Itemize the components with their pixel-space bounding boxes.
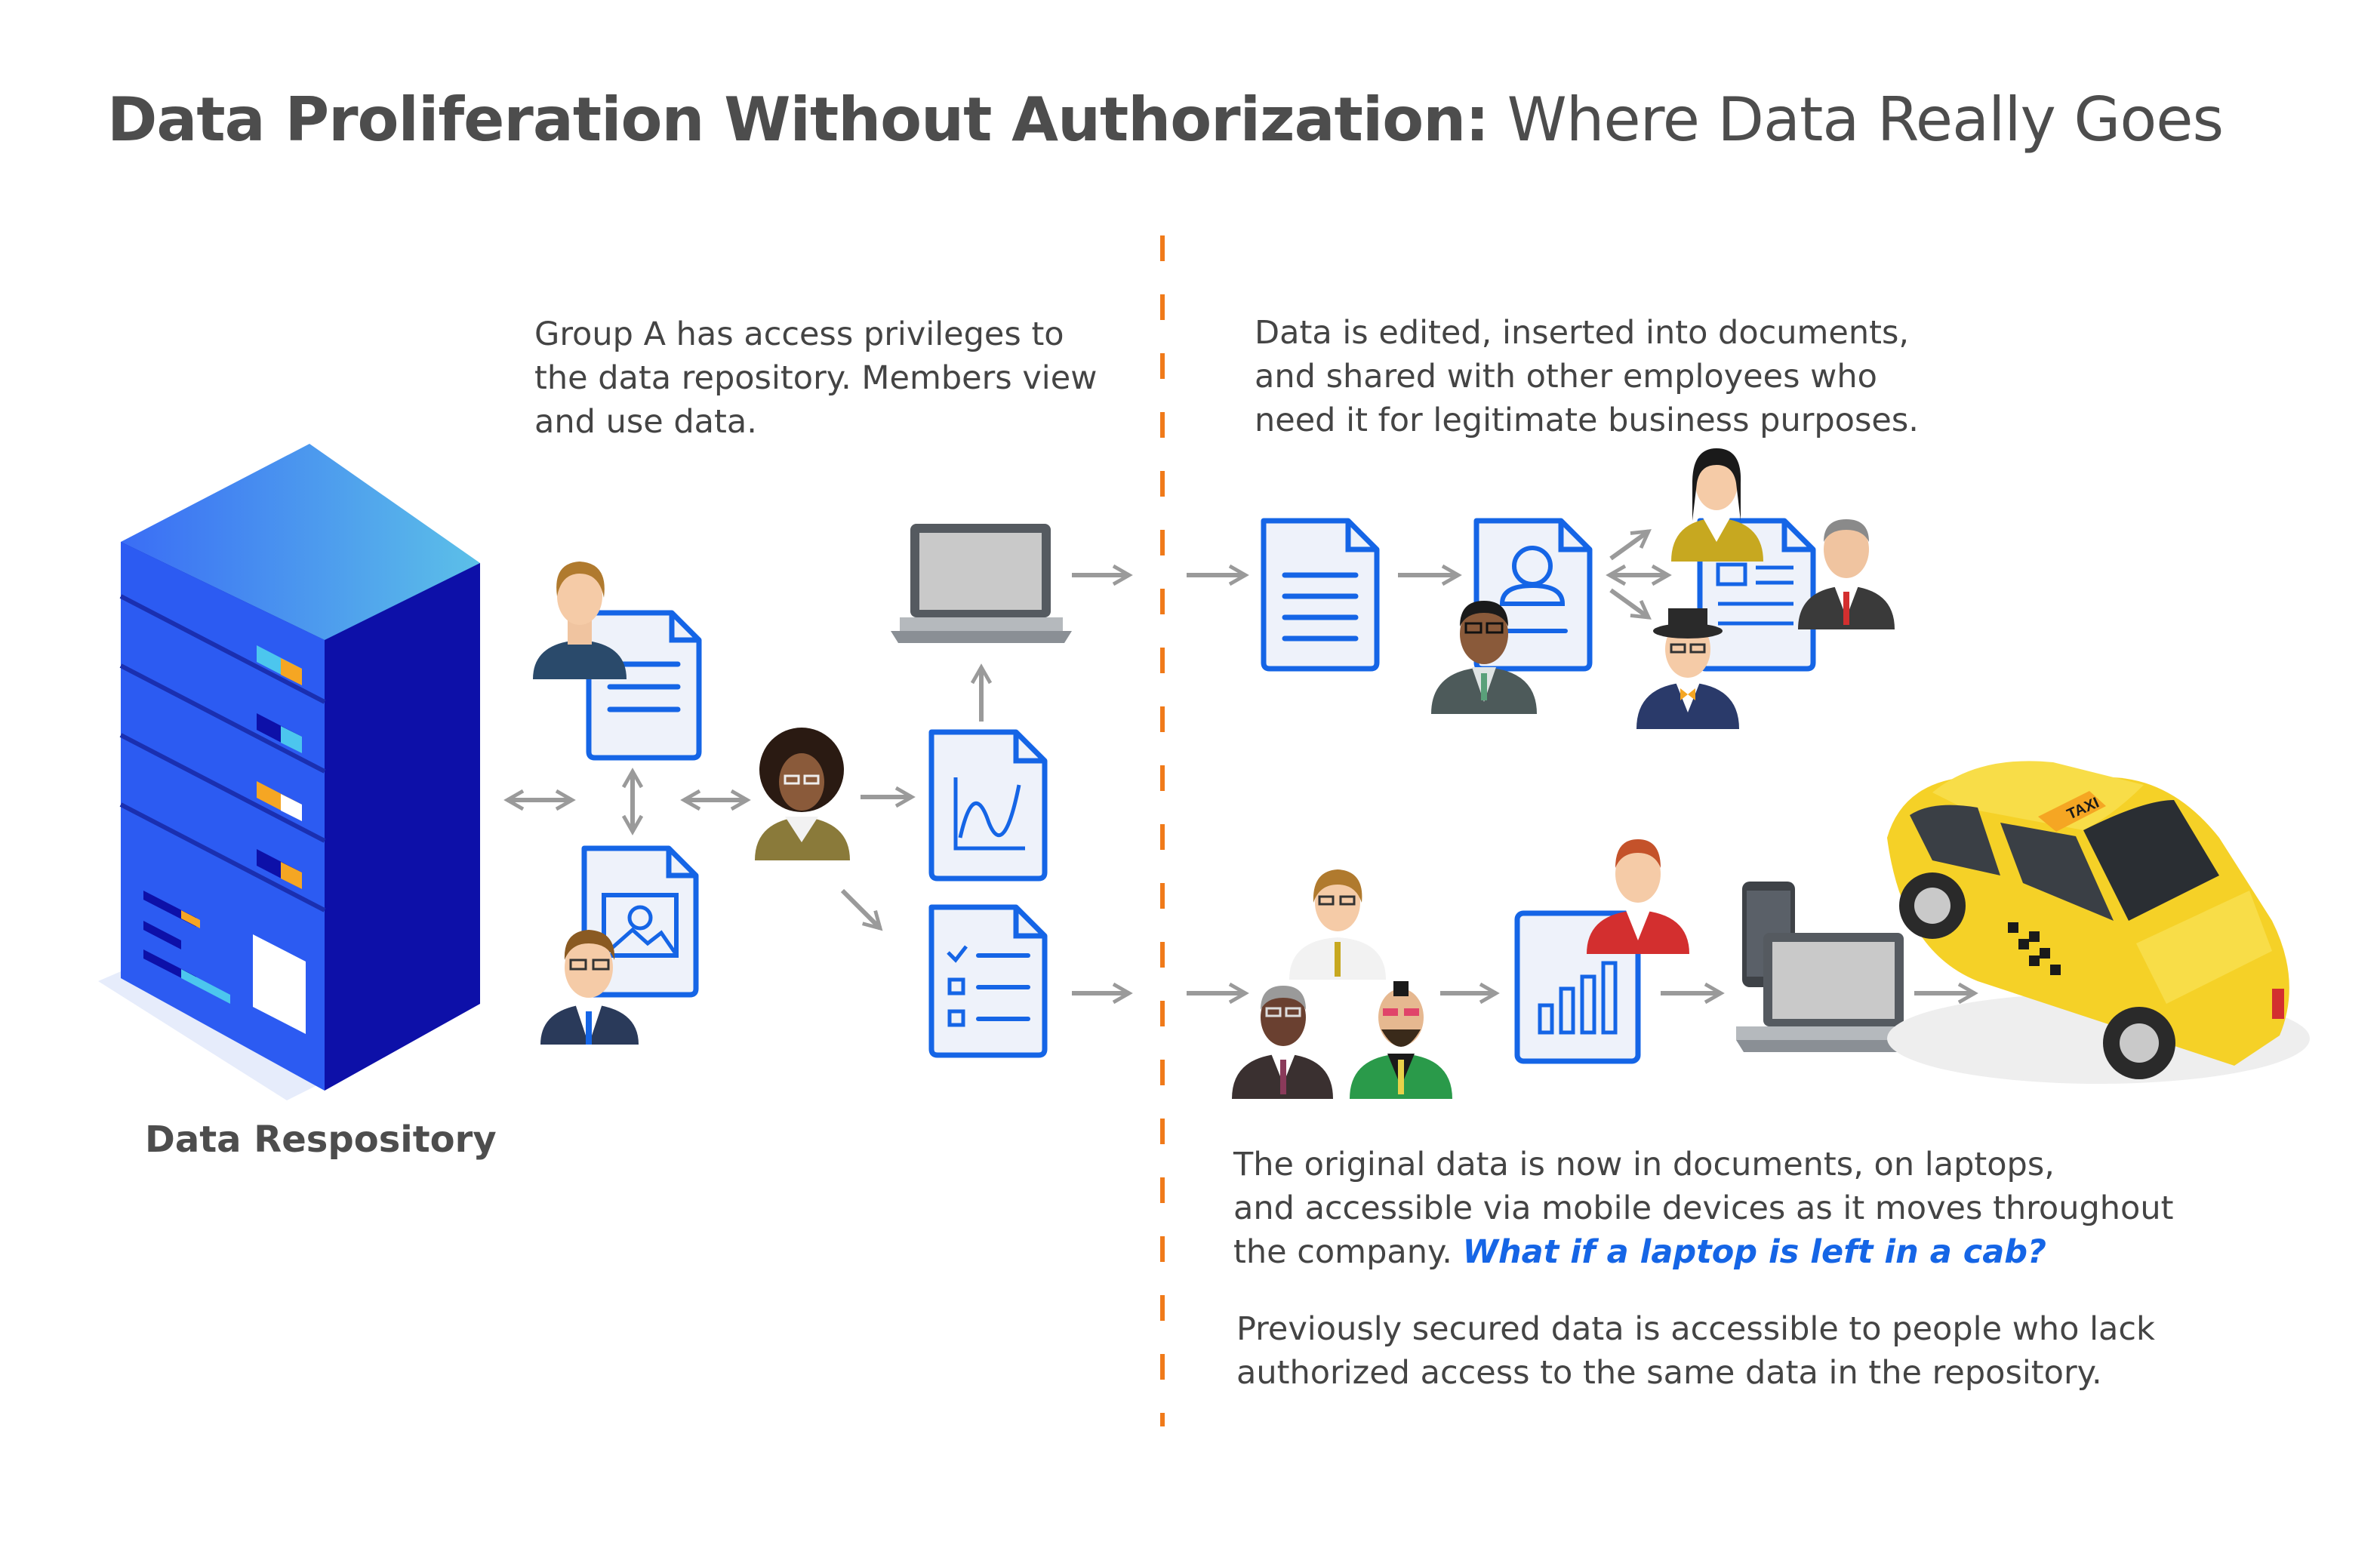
previously-line: authorized access to the same data in th… xyxy=(1236,1354,2102,1392)
edited-description: Data is edited, inserted into documents,… xyxy=(1255,311,1919,442)
group-a-line: and use data. xyxy=(534,403,757,441)
original-description: The original data is now in documents, o… xyxy=(1233,1143,2173,1274)
person-icon xyxy=(1431,601,1537,714)
person-icon xyxy=(1587,839,1689,954)
original-line: the company. What if a laptop is left in… xyxy=(1233,1230,2173,1274)
laptop-icon xyxy=(1736,933,1920,1052)
original-line: The original data is now in documents, o… xyxy=(1233,1146,2055,1183)
title-bold: Data Proliferation Without Authorization… xyxy=(107,85,1489,155)
person-icon xyxy=(1232,986,1333,1099)
group-a-line: Group A has access privileges to xyxy=(534,315,1064,353)
flow-arrows xyxy=(503,529,1978,1005)
document-icon xyxy=(1261,518,1380,672)
chart-document-icon xyxy=(928,729,1048,882)
original-line: and accessible via mobile devices as it … xyxy=(1233,1189,2174,1227)
repository-label: Data Respository xyxy=(145,1119,497,1161)
previously-description: Previously secured data is accessible to… xyxy=(1236,1307,2155,1395)
edited-line: need it for legitimate business purposes… xyxy=(1255,402,1919,439)
page-title: Data Proliferation Without Authorization… xyxy=(107,85,2225,155)
person-icon xyxy=(1636,608,1739,729)
edited-line: and shared with other employees who xyxy=(1255,358,1877,395)
server-icon xyxy=(98,444,480,1100)
person-icon xyxy=(1289,869,1386,980)
laptop-icon xyxy=(891,524,1072,643)
group-a-description: Group A has access privileges to the dat… xyxy=(534,312,1097,444)
person-icon xyxy=(540,930,639,1045)
group-a-line: the data repository. Members view xyxy=(534,359,1098,397)
person-icon xyxy=(1350,981,1452,1099)
person-icon xyxy=(533,562,627,679)
arrow xyxy=(840,888,883,931)
arrow xyxy=(1609,529,1652,561)
checklist-document-icon xyxy=(928,904,1048,1058)
title-light: Where Data Really Goes xyxy=(1507,85,2225,155)
arrow xyxy=(1609,588,1652,620)
document-icon xyxy=(586,610,702,761)
laptop-cab-question: What if a laptop is left in a cab? xyxy=(1462,1233,2046,1271)
taxi-icon xyxy=(1887,761,2310,1084)
edited-line: Data is edited, inserted into documents, xyxy=(1255,314,1910,352)
person-icon xyxy=(1671,448,1763,562)
image-document-icon xyxy=(581,845,699,998)
person-icon xyxy=(1798,519,1895,629)
person-icon xyxy=(755,728,850,860)
previously-line: Previously secured data is accessible to… xyxy=(1236,1310,2155,1348)
original-line-plain: the company. xyxy=(1233,1233,1463,1271)
